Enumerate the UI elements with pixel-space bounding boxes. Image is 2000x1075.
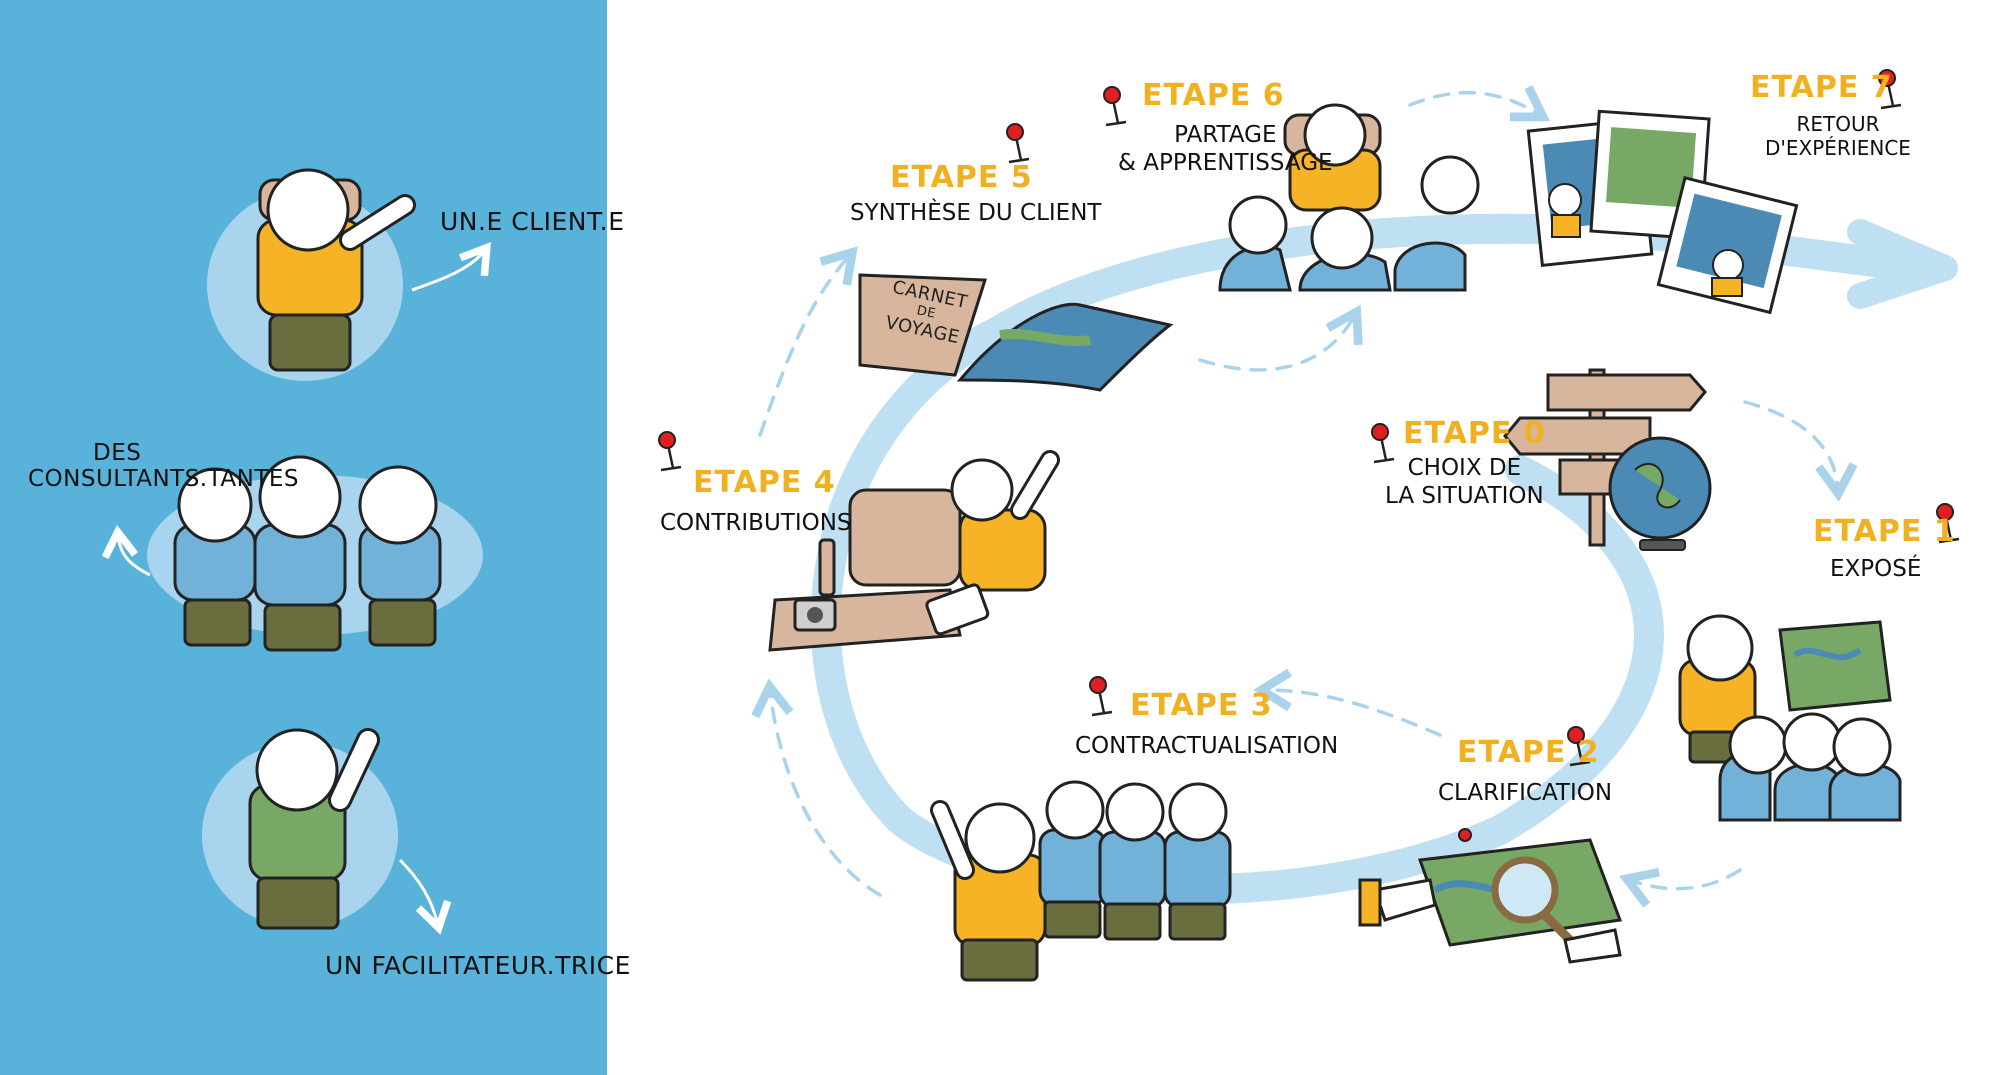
legend-consultants-figure [118, 455, 483, 652]
map-exposure-illustration [1678, 614, 1902, 822]
step-7-line-1: RETOUR [1796, 112, 1880, 136]
backpack-table-illustration [768, 450, 1060, 652]
step-4-line-1: CONTRIBUTIONS [660, 510, 852, 536]
step-6-line-2: & APPRENTISSAGE [1118, 149, 1333, 176]
step-7-line-2: D'EXPÉRIENCE [1765, 136, 1911, 160]
step-0-title: ETAPE 0 [1403, 416, 1546, 451]
pin-icon [1878, 69, 1902, 110]
pin-icon [658, 431, 682, 472]
step-7-title: ETAPE 7 [1750, 70, 1893, 105]
step-2-title: ETAPE 2 [1457, 735, 1600, 770]
step-2-subtitle: CLARIFICATION [1438, 780, 1612, 808]
step-6-line-1: PARTAGE [1174, 122, 1277, 148]
step-0-line-1: CHOIX DE [1407, 455, 1522, 481]
pin-icon [1089, 676, 1113, 717]
legend-facilitator-figure [202, 728, 438, 928]
step-4-title: ETAPE 4 [693, 465, 836, 500]
step-3-subtitle: CONTRACTUALISATION [1075, 733, 1338, 761]
photos-illustration [1526, 109, 1799, 315]
travel-notebook-illustration [858, 273, 1174, 392]
legend-facilitator-label: UN FACILITATEUR.TRICE [325, 951, 631, 980]
pin-icon [1103, 86, 1127, 127]
step-6-subtitle: PARTAGE & APPRENTISSAGE [1118, 122, 1333, 177]
step-5-subtitle: SYNTHÈSE DU CLIENT [850, 200, 1101, 228]
legend-consultants-line-1: DES [93, 440, 142, 466]
step-pins [658, 69, 1960, 767]
step-3-line-1: CONTRACTUALISATION [1075, 733, 1339, 759]
pin-icon [1006, 123, 1030, 164]
dashed-arrows [760, 93, 1838, 895]
legend-client-label: UN.E CLIENT.E [440, 207, 625, 236]
step-5-title: ETAPE 5 [890, 160, 1033, 195]
pin-icon [1371, 423, 1395, 464]
step-2-line-1: CLARIFICATION [1438, 780, 1613, 806]
step-1-line-1: EXPOSÉ [1830, 556, 1922, 582]
legend-consultants-line-2: CONSULTANTS.TANTES [28, 466, 299, 493]
legend-client-figure [207, 168, 485, 381]
step-0-line-2: LA SITUATION [1385, 482, 1544, 509]
step-7-subtitle: RETOUR D'EXPÉRIENCE [1765, 112, 1911, 160]
group-contract-illustration [930, 780, 1232, 982]
magnifier-map-illustration [1358, 828, 1623, 964]
step-6-title: ETAPE 6 [1142, 78, 1285, 113]
step-5-line-1: SYNTHÈSE DU CLIENT [850, 200, 1102, 226]
pin-icon [1936, 503, 1960, 544]
step-1-title: ETAPE 1 [1813, 514, 1956, 549]
step-0-subtitle: CHOIX DE LA SITUATION [1385, 455, 1544, 510]
step-3-title: ETAPE 3 [1130, 688, 1273, 723]
signpost-globe-illustration [1503, 368, 1712, 551]
step-1-subtitle: EXPOSÉ [1830, 556, 1921, 584]
sharing-group-illustration [1218, 103, 1480, 292]
pin-icon [1567, 726, 1591, 767]
legend-consultants-label: DES CONSULTANTS.TANTES [28, 440, 299, 493]
step-4-subtitle: CONTRIBUTIONS [660, 510, 852, 538]
